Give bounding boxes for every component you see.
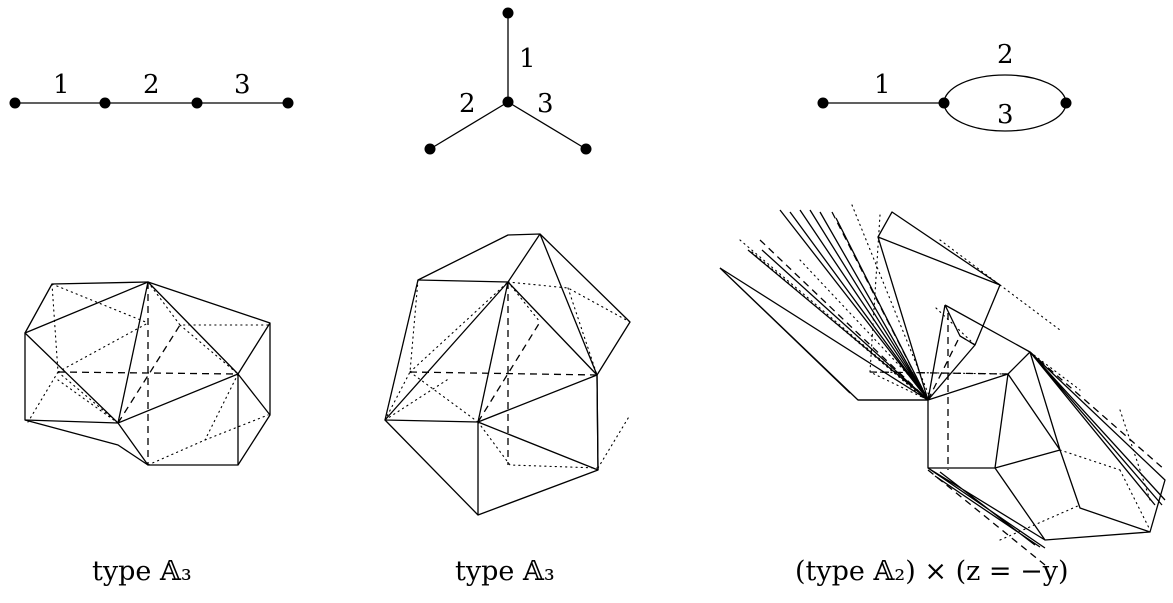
graph1-edge-label-2: 2 xyxy=(143,70,160,100)
polytope-3-solid-edges xyxy=(719,209,1166,549)
graph1-vertex xyxy=(99,97,111,109)
graph1-vertex xyxy=(191,97,203,109)
graph1-edge-label-3: 3 xyxy=(234,70,251,100)
graph2-vertex xyxy=(580,143,592,155)
graph2-edge-label-2: 2 xyxy=(459,89,476,119)
graph2-edge-label-1: 1 xyxy=(519,44,536,74)
graph2-edge-3 xyxy=(507,101,587,150)
graph3-edge-label-1: 1 xyxy=(874,70,891,100)
graph1-vertex xyxy=(282,97,294,109)
star-graph: 1 2 3 xyxy=(424,7,592,155)
graph2-vertex xyxy=(424,143,436,155)
graph1-vertex xyxy=(9,97,21,109)
graph2-vertex xyxy=(502,96,514,108)
caption-polytope-1: type 𝔸₃ xyxy=(92,556,192,587)
graph2-vertex xyxy=(502,7,514,19)
polytope-1 xyxy=(24,281,271,466)
graph3-vertex xyxy=(1060,97,1072,109)
path-graph: 1 2 3 xyxy=(9,70,294,109)
graph1-edge-label-1: 1 xyxy=(53,70,70,100)
polytope-2 xyxy=(384,233,631,516)
loop-graph: 1 2 3 xyxy=(817,40,1072,132)
polytope-2-dashed-edges xyxy=(409,282,598,465)
caption-polytope-3: (type 𝔸₂) × (z = −y) xyxy=(795,556,1069,587)
graph3-edge-label-2: 2 xyxy=(997,40,1014,70)
graph3-vertex xyxy=(938,97,950,109)
caption-polytope-2: type 𝔸₃ xyxy=(455,556,555,587)
graph3-vertex xyxy=(817,97,829,109)
polytope-3 xyxy=(719,204,1166,566)
polytope-2-solid-edges xyxy=(384,233,631,516)
polytope-1-dashed-edges xyxy=(57,282,239,465)
polytope-1-dotted-edges xyxy=(27,281,271,466)
polytope-1-solid-edges xyxy=(24,281,271,466)
polytope-3-dashed-edges xyxy=(759,211,1166,566)
graph2-edge-label-3: 3 xyxy=(537,89,554,119)
graph2-edge-2 xyxy=(429,101,509,150)
graph3-edge-label-3: 3 xyxy=(997,100,1014,130)
